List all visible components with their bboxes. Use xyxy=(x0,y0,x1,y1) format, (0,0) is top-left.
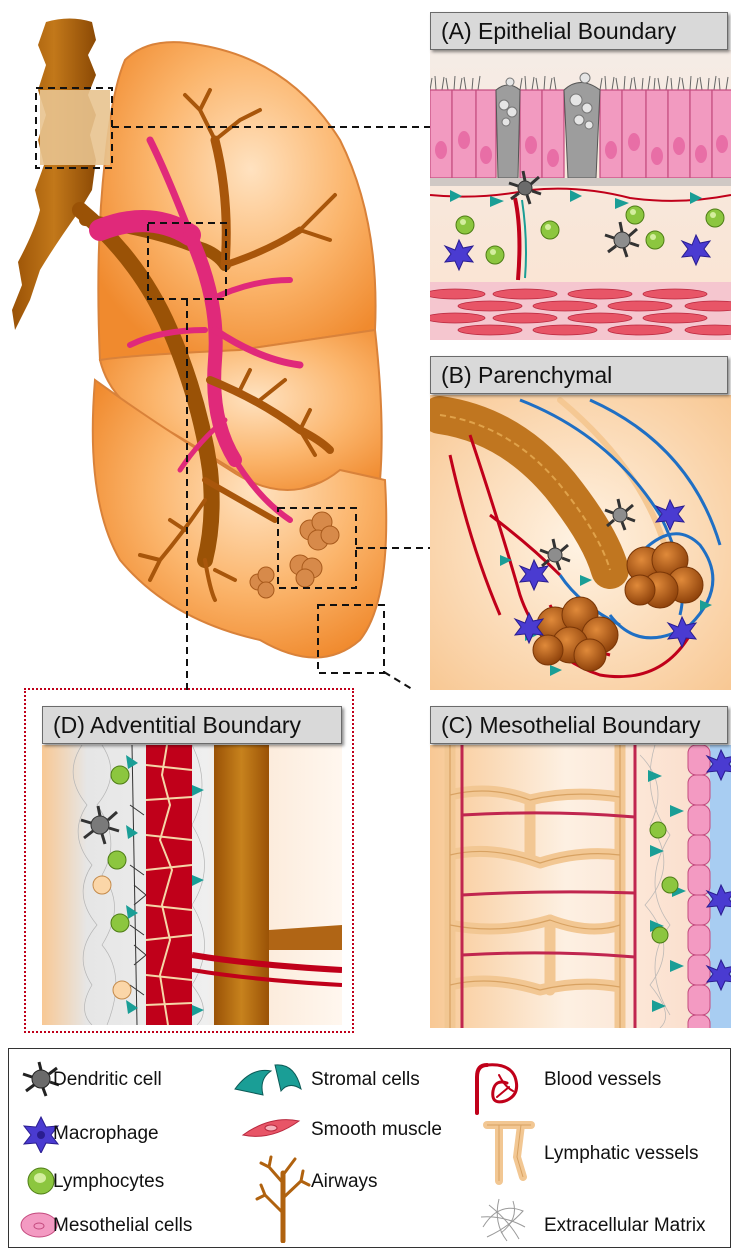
legend-ecm: Extracellular Matrix xyxy=(544,1215,706,1237)
legend-smooth-muscle: Smooth muscle xyxy=(311,1119,442,1141)
legend-airways: Airways xyxy=(311,1171,378,1193)
lung-illustration xyxy=(0,0,430,690)
panel-c-title: (C) Mesothelial Boundary xyxy=(430,706,728,744)
smooth-muscle-icon xyxy=(241,1113,301,1143)
panel-c-mesothelial xyxy=(430,745,731,1028)
legend: Dendritic cell Macrophage Lymphocytes Me… xyxy=(8,1048,731,1248)
lymphatic-vessel-icon xyxy=(477,1117,537,1187)
panel-b-title: (B) Parenchymal xyxy=(430,356,728,394)
airway-icon xyxy=(253,1153,313,1243)
panel-a-title: (A) Epithelial Boundary xyxy=(430,12,728,50)
panel-a-epithelial xyxy=(430,50,731,340)
panel-d-title: (D) Adventitial Boundary xyxy=(42,706,342,744)
blood-vessel-d xyxy=(146,745,192,1025)
legend-lymphatic: Lymphatic vessels xyxy=(544,1143,699,1165)
stromal-cell-icon xyxy=(231,1059,303,1099)
blood-vessel-icon xyxy=(469,1057,529,1117)
panel-d-adventitial xyxy=(42,745,342,1025)
legend-blood: Blood vessels xyxy=(544,1069,661,1091)
legend-dendritic: Dendritic cell xyxy=(53,1069,162,1091)
extracellular-matrix-icon xyxy=(479,1197,529,1243)
legend-stromal: Stromal cells xyxy=(311,1069,420,1091)
trachea xyxy=(12,19,96,331)
legend-lymphocytes: Lymphocytes xyxy=(53,1171,164,1193)
legend-macrophage: Macrophage xyxy=(53,1123,159,1145)
panel-b-parenchymal xyxy=(430,395,731,690)
lung-lobe-upper xyxy=(98,42,375,360)
legend-mesothelial: Mesothelial cells xyxy=(53,1215,192,1237)
